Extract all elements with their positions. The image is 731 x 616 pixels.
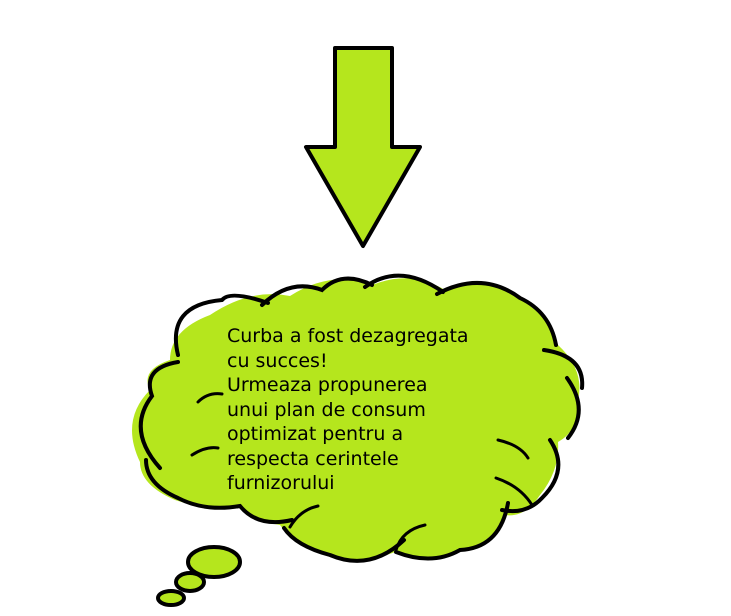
bubble-line-1: Curba a fost dezagregata <box>227 325 469 347</box>
bubble-line-4: unui plan de consum <box>227 398 426 421</box>
bubble-line-7: furnizorului <box>227 472 335 494</box>
thought-bubble-dot-large <box>186 545 242 579</box>
bubble-message: Curba a fost dezagregata cu succes! Urme… <box>227 324 507 496</box>
down-arrow-icon <box>304 46 422 248</box>
thought-bubble-icon <box>132 273 585 607</box>
thought-bubble-dot-medium <box>174 571 206 593</box>
bubble-line-5: optimizat pentru a <box>227 423 404 445</box>
thought-bubble-dot-small <box>156 589 186 607</box>
bubble-line-6: respecta cerintele <box>227 447 399 470</box>
bubble-line-3: Urmeaza propunerea <box>227 374 428 396</box>
bubble-line-2: cu succes! <box>227 349 328 372</box>
